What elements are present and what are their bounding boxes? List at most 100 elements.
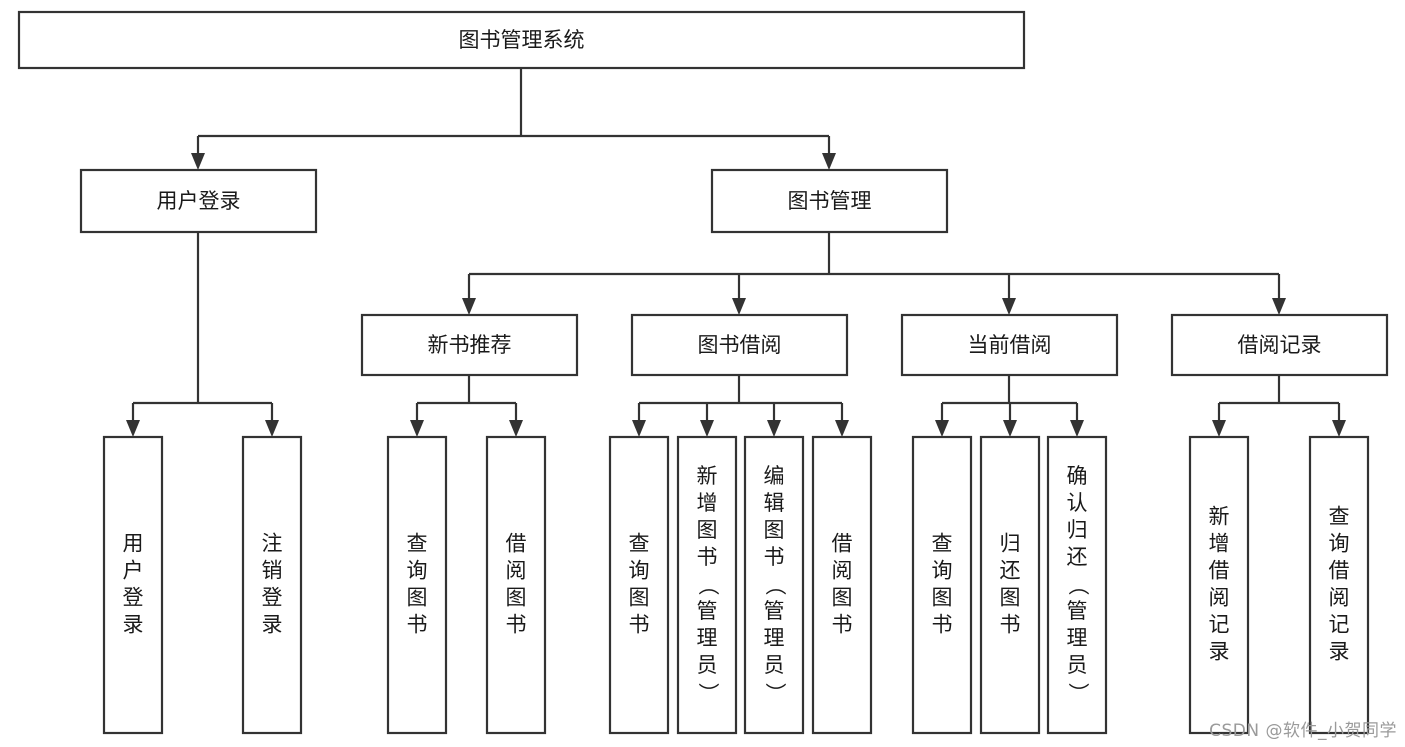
node-label-char: 书 xyxy=(764,545,785,569)
node-label-char: （ xyxy=(763,575,787,596)
node-box[interactable] xyxy=(710,168,949,234)
node-box[interactable] xyxy=(102,435,164,735)
node-label-char: 录 xyxy=(262,613,283,637)
node-label-char: 查 xyxy=(1329,505,1350,529)
node-label-char: 归 xyxy=(1067,518,1088,542)
arrow-head-icon xyxy=(410,420,424,437)
node-label-char: 登 xyxy=(123,586,144,610)
node-box[interactable] xyxy=(911,435,973,735)
node-box[interactable] xyxy=(630,313,849,377)
node-label-char: 书 xyxy=(629,613,650,637)
node-box[interactable] xyxy=(79,168,318,234)
node-leaf-0[interactable]: 用户登录 xyxy=(102,435,164,735)
node-label-char: 记 xyxy=(1209,613,1230,637)
node-box[interactable] xyxy=(360,313,579,377)
node-label-char: 增 xyxy=(1209,532,1230,556)
node-label-char: 书 xyxy=(506,613,527,637)
arrow-head-icon xyxy=(509,420,523,437)
node-label-vertical: 用户登录 xyxy=(123,532,144,637)
node-box[interactable] xyxy=(743,435,805,735)
node-box[interactable] xyxy=(1170,313,1389,377)
node-label-char: 辑 xyxy=(764,491,785,515)
node-box[interactable] xyxy=(241,435,303,735)
arrow-head-icon xyxy=(732,298,746,315)
arrow-head-icon xyxy=(1272,298,1286,315)
node-root-system[interactable]: 图书管理系统 xyxy=(17,10,1026,70)
node-label-char: 确 xyxy=(1067,464,1088,488)
arrow-head-icon xyxy=(191,153,205,170)
node-box[interactable] xyxy=(979,435,1041,735)
node-level2-3[interactable]: 借阅记录 xyxy=(1170,313,1389,377)
connector-group-bookmgmt-to-level2 xyxy=(462,232,1286,315)
arrow-head-icon xyxy=(1003,420,1017,437)
connector-group-newbook-to-leaves xyxy=(410,375,523,437)
node-label-char: 书 xyxy=(932,613,953,637)
node-level2-0[interactable]: 新书推荐 xyxy=(360,313,579,377)
node-label-char: 图 xyxy=(764,518,785,542)
node-label: 图书管理系统 xyxy=(459,28,585,52)
node-box[interactable] xyxy=(386,435,448,735)
arrow-head-icon xyxy=(126,420,140,437)
arrow-head-icon xyxy=(1070,420,1084,437)
node-label-char: 图 xyxy=(506,586,527,610)
node-label-char: 书 xyxy=(1000,613,1021,637)
arrow-head-icon xyxy=(1002,298,1016,315)
node-label-char: 编 xyxy=(764,464,785,488)
node-level1-0[interactable]: 用户登录 xyxy=(79,168,318,234)
node-label-char: 图 xyxy=(832,586,853,610)
node-label: 图书管理 xyxy=(788,189,872,213)
node-box[interactable] xyxy=(17,10,1026,70)
node-label-char: 借 xyxy=(1329,559,1350,583)
arrow-head-icon xyxy=(265,420,279,437)
node-label-char: 询 xyxy=(629,559,650,583)
node-label-char: 员 xyxy=(697,653,718,677)
node-box[interactable] xyxy=(900,313,1119,377)
connector-group-current-to-leaves xyxy=(935,375,1084,437)
node-label-char: 还 xyxy=(1000,559,1021,583)
node-label: 新书推荐 xyxy=(428,333,512,357)
node-label-char: 户 xyxy=(123,559,144,583)
arrow-head-icon xyxy=(1332,420,1346,437)
node-level1-1[interactable]: 图书管理 xyxy=(710,168,949,234)
node-level2-2[interactable]: 当前借阅 xyxy=(900,313,1119,377)
node-box[interactable] xyxy=(1046,435,1108,735)
node-label-char: 员 xyxy=(764,653,785,677)
node-label-char: 理 xyxy=(1067,626,1088,650)
node-box[interactable] xyxy=(811,435,873,735)
node-box[interactable] xyxy=(485,435,547,735)
node-label-char: 理 xyxy=(764,626,785,650)
node-label-char: ） xyxy=(763,683,787,704)
node-label-char: 录 xyxy=(1329,640,1350,664)
node-label-char: 录 xyxy=(1209,640,1230,664)
node-level2-1[interactable]: 图书借阅 xyxy=(630,313,849,377)
node-label-char: 书 xyxy=(697,545,718,569)
node-label-char: ） xyxy=(1066,683,1090,704)
node-box[interactable] xyxy=(676,435,738,735)
node-label: 图书借阅 xyxy=(698,333,782,357)
node-box[interactable] xyxy=(608,435,670,735)
node-box[interactable] xyxy=(1308,435,1370,735)
node-label-char: 阅 xyxy=(1209,586,1230,610)
node-label-char: 阅 xyxy=(506,559,527,583)
node-box[interactable] xyxy=(1188,435,1250,735)
